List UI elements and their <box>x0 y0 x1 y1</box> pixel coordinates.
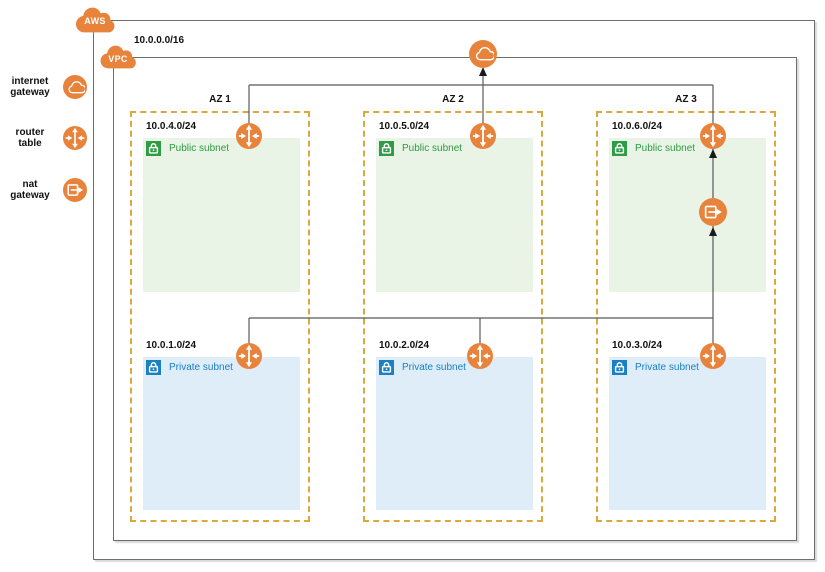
legend-label: internet gateway <box>10 75 50 99</box>
subnet-label: Private subnet <box>635 362 699 373</box>
public-subnet-cidr: 10.0.5.0/24 <box>379 121 430 132</box>
vpc-cloud-badge: VPC <box>96 43 140 71</box>
public-subnet: Public subnet <box>143 138 300 292</box>
router-table-icon-public-az2 <box>470 123 496 149</box>
legend-item-internet-gateway: internet gateway <box>6 71 98 103</box>
public-subnet-cidr: 10.0.4.0/24 <box>146 121 197 132</box>
private-subnet-cidr: 10.0.1.0/24 <box>146 340 197 351</box>
private-subnet-cidr: 10.0.2.0/24 <box>379 340 430 351</box>
availability-zone-1: AZ 1 10.0.4.0/24 Public subnet 10.0.1.0/… <box>130 94 310 522</box>
private-subnet: Private subnet <box>609 357 766 510</box>
subnet-label: Private subnet <box>402 362 466 373</box>
router-table-icon-public-az3 <box>700 123 726 149</box>
aws-label: AWS <box>84 16 106 27</box>
aws-cloud-boundary <box>93 20 815 560</box>
az-label: AZ 2 <box>442 94 464 105</box>
router-table-icon-public-az1 <box>236 123 262 149</box>
nat-gateway-icon <box>699 198 727 226</box>
subnet-label: Private subnet <box>169 362 233 373</box>
availability-zone-3: AZ 3 10.0.6.0/24 Public subnet 10.0.3.0/… <box>596 94 776 522</box>
az-label: AZ 1 <box>209 94 231 105</box>
router-table-icon <box>63 126 87 150</box>
vpc-boundary <box>113 57 797 541</box>
subnet-label: Public subnet <box>635 143 696 154</box>
private-lock-icon <box>379 360 394 375</box>
private-subnet-cidr: 10.0.3.0/24 <box>612 340 663 351</box>
internet-gateway-icon <box>469 40 497 68</box>
public-lock-icon <box>612 141 627 156</box>
legend-item-router-table: router table <box>6 122 98 154</box>
private-subnet: Private subnet <box>376 357 533 510</box>
vpc-label: VPC <box>108 53 128 64</box>
legend-label: nat gateway <box>10 178 50 202</box>
legend-item-nat-gateway: nat gateway <box>6 174 98 206</box>
aws-cloud-badge: AWS <box>71 5 119 35</box>
private-subnet: Private subnet <box>143 357 300 510</box>
router-table-icon-private-az2 <box>467 343 493 369</box>
public-subnet: Public subnet <box>609 138 766 292</box>
router-table-icon-private-az3 <box>700 343 726 369</box>
subnet-label: Public subnet <box>169 143 230 154</box>
private-lock-icon <box>612 360 627 375</box>
vpc-cidr: 10.0.0.0/16 <box>134 35 185 46</box>
legend-label: router table <box>15 126 45 150</box>
router-table-icon-private-az1 <box>236 343 262 369</box>
public-subnet: Public subnet <box>376 138 533 292</box>
public-subnet-cidr: 10.0.6.0/24 <box>612 121 663 132</box>
availability-zone-2: AZ 2 10.0.5.0/24 Public subnet 10.0.2.0/… <box>363 94 543 522</box>
internet-gateway-icon <box>63 75 87 99</box>
az-label: AZ 3 <box>675 94 697 105</box>
public-lock-icon <box>146 141 161 156</box>
nat-gateway-icon <box>63 178 87 202</box>
private-lock-icon <box>146 360 161 375</box>
public-lock-icon <box>379 141 394 156</box>
subnet-label: Public subnet <box>402 143 463 154</box>
